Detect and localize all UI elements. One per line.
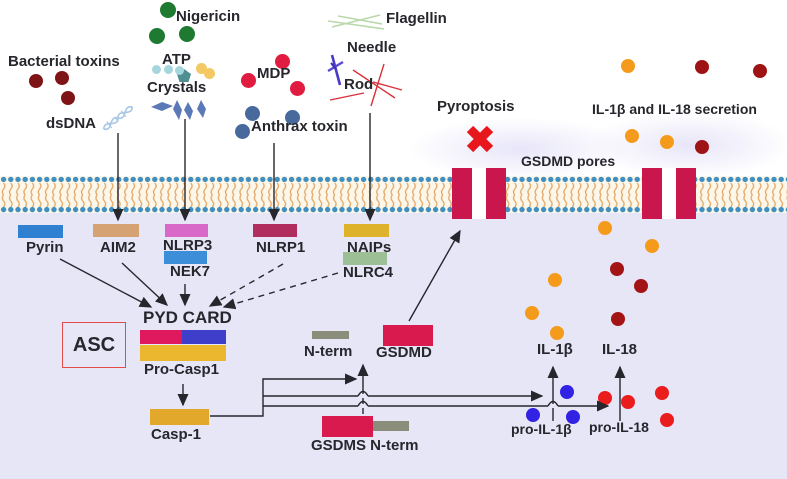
- bacterial-toxin-dot: [55, 71, 69, 85]
- nlrp3-bar: [165, 224, 208, 237]
- pro-il1b-dot: [526, 408, 540, 422]
- cytoplasm-il18-dot: [634, 279, 648, 293]
- mdp-dot: [289, 80, 305, 96]
- nterm-fragment-bar: [312, 331, 349, 339]
- secreted-il1b-dot: [660, 135, 674, 149]
- nigericin-dot: [160, 2, 176, 18]
- nlrc4-label: NLRC4: [343, 264, 394, 281]
- pro-il18-dot: [621, 395, 635, 409]
- gsdmd-pore: [642, 168, 662, 219]
- bacterial-toxin-dot: [29, 74, 43, 88]
- atp-dot: [174, 65, 184, 75]
- pro-il1b-dot: [560, 385, 574, 399]
- gsdmd-pores-label: GSDMD pores: [521, 153, 616, 169]
- pyroptosis-x-icon: [466, 125, 494, 153]
- cytoplasm-il1b-dot: [598, 221, 612, 235]
- pore-channel: [662, 168, 676, 219]
- cytoplasm-il1b-dot: [548, 273, 562, 287]
- casp1-label: Casp-1: [151, 426, 202, 443]
- gsdmd-pore: [676, 168, 696, 219]
- pyrin-bar: [18, 225, 63, 238]
- pro-il1b-dot: [566, 410, 580, 424]
- pro-il1b-label: pro-IL-1β: [511, 421, 572, 437]
- pro-il18-dot: [660, 413, 674, 427]
- mdp-dot: [240, 72, 256, 88]
- rod-icon: [329, 63, 403, 107]
- nigericin-label: Nigericin: [176, 8, 241, 25]
- cytoplasm-il18-dot: [610, 262, 624, 276]
- secreted-il18-dot: [695, 140, 709, 154]
- cytoplasm-il1b-dot: [525, 306, 539, 320]
- dsdna-label: dsDNA: [46, 115, 97, 132]
- crystals-icon: [151, 100, 206, 120]
- pyd-card-label: PYD CARD: [143, 308, 232, 327]
- atp-dot: [151, 64, 161, 74]
- pro-il18-dot: [655, 386, 669, 400]
- mdp-label: MDP: [257, 65, 291, 82]
- aim2-bar: [93, 224, 139, 237]
- il18-label: IL-18: [602, 341, 638, 358]
- needle-label: Needle: [347, 39, 397, 56]
- pro-il18-dot: [598, 391, 612, 405]
- gsdms-protein-bar: [322, 416, 373, 437]
- naips-bar: [344, 224, 389, 237]
- crystals-label: Crystals: [147, 79, 207, 96]
- atp-dot: [163, 64, 173, 74]
- nlrc4-bar: [343, 252, 387, 265]
- nek7-bar: [164, 251, 207, 264]
- membrane-glow: [590, 112, 787, 178]
- anthrax-toxin-dot: [244, 105, 260, 121]
- yellow-particle: [195, 62, 207, 74]
- nlrp3-label: NLRP3: [163, 237, 213, 254]
- pyd-domain-bar: [140, 330, 182, 344]
- asc-label: ASC: [72, 333, 116, 356]
- bacterial-toxins-label: Bacterial toxins: [8, 53, 120, 70]
- casp1-bar: [150, 409, 209, 425]
- cytoplasm-il18-dot: [611, 312, 625, 326]
- anthrax-toxin-label: Anthrax toxin: [251, 118, 348, 135]
- gsdmd-pore: [452, 168, 472, 219]
- nigericin-dot: [149, 28, 165, 44]
- bacterial-toxin-dot: [61, 91, 75, 105]
- nterm-label: N-term: [304, 343, 353, 360]
- gsdmd-pore: [486, 168, 506, 219]
- secreted-il18-dot: [753, 64, 767, 78]
- secretion-label: IL-1β and IL-18 secretion: [592, 101, 757, 117]
- dsdna-helix-icon: [103, 105, 133, 131]
- gsdms-nterm-bar: [373, 421, 409, 431]
- pro-il18-label: pro-IL-18: [589, 419, 649, 435]
- anthrax-toxin-dot: [284, 109, 300, 125]
- il1b-label: IL-1β: [537, 341, 573, 358]
- card-domain-bar: [182, 330, 226, 344]
- pyroptosis-label: Pyroptosis: [437, 98, 515, 115]
- rod-label: Rod: [344, 76, 374, 93]
- cytoplasm-region: [0, 213, 787, 479]
- asc-adaptor-box: ASC: [62, 322, 126, 368]
- yellow-particle: [203, 67, 215, 79]
- secreted-il18-dot: [695, 60, 709, 74]
- pro-casp1-bar: [140, 345, 226, 361]
- anthrax-toxin-dot: [234, 123, 250, 139]
- cytoplasm-il1b-dot: [550, 326, 564, 340]
- naips-label: NAIPs: [347, 239, 392, 256]
- flagellin-icon: [328, 14, 385, 30]
- nek7-label: NEK7: [170, 263, 211, 280]
- nlrp1-label: NLRP1: [256, 239, 306, 256]
- pro-casp1-label: Pro-Casp1: [144, 361, 220, 378]
- flagellin-label: Flagellin: [386, 10, 447, 27]
- nlrp1-bar: [253, 224, 297, 237]
- gsdmd-label: GSDMD: [376, 344, 432, 361]
- pyrin-label: Pyrin: [26, 239, 64, 256]
- secreted-il1b-dot: [625, 129, 639, 143]
- nigericin-dot: [179, 26, 195, 42]
- pore-channel: [472, 168, 486, 219]
- gsdms-nterm-label: GSDMS N-term: [311, 437, 419, 454]
- atp-label: ATP: [162, 51, 191, 68]
- aim2-label: AIM2: [100, 239, 136, 256]
- needle-icon: [327, 54, 344, 86]
- mdp-dot: [274, 53, 290, 69]
- cytoplasm-il1b-dot: [645, 239, 659, 253]
- gsdmd-protein-bar: [383, 325, 433, 346]
- secreted-il1b-dot: [621, 59, 635, 73]
